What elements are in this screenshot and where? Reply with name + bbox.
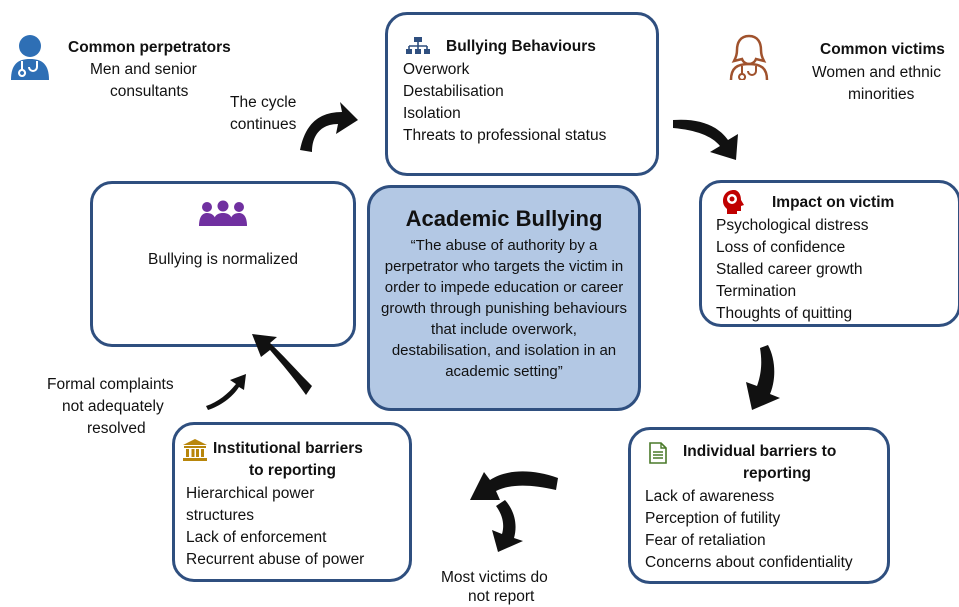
- impact-to-individual-arrow: [746, 345, 780, 410]
- impact-box: Impact on victim Psychological distress …: [699, 180, 959, 327]
- academic-bullying-box: Academic Bullying “The abuse of authorit…: [367, 185, 641, 411]
- victims-title: Common victims: [820, 41, 945, 58]
- perpetrators-title: Common perpetrators: [68, 39, 231, 56]
- brain-head-icon: [723, 190, 744, 214]
- behaviours-title: Bullying Behaviours: [446, 38, 596, 55]
- center-title: Academic Bullying: [405, 206, 603, 231]
- individual-item: Concerns about confidentiality: [645, 554, 853, 571]
- not-report-arrow-main: [470, 471, 558, 500]
- document-icon: [649, 442, 667, 464]
- complaints-label-line-3: resolved: [87, 420, 146, 437]
- behaviours-to-impact-arrow: [673, 119, 738, 160]
- normalized-box: Bullying is normalized: [90, 181, 356, 347]
- individual-title-line-1: Individual barriers to: [683, 443, 837, 460]
- victims-line-1: Women and ethnic: [812, 64, 941, 81]
- institutional-to-normalized-arrow: [252, 334, 312, 395]
- complaints-label-line-1: Formal complaints: [47, 376, 174, 393]
- cycle-label-line-2: continues: [230, 116, 297, 133]
- institutional-item: Recurrent abuse of power: [186, 551, 365, 568]
- group-icon: [199, 200, 247, 226]
- not-report-label-line-2: not report: [468, 588, 535, 605]
- perpetrators-line-2: consultants: [110, 83, 189, 100]
- normalized-text: Bullying is normalized: [148, 251, 298, 268]
- cycle-label-line-1: The cycle: [230, 94, 297, 111]
- institutional-title-line-2: to reporting: [249, 462, 336, 479]
- institutional-item: Lack of enforcement: [186, 529, 327, 546]
- impact-item: Psychological distress: [716, 217, 869, 234]
- behaviours-item: Destabilisation: [403, 83, 504, 100]
- behaviours-box: Bullying Behaviours Overwork Destabilisa…: [385, 12, 659, 176]
- victims-line-2: minorities: [848, 86, 915, 103]
- not-report-label-line-1: Most victims do: [441, 569, 548, 586]
- behaviours-item: Isolation: [403, 105, 461, 122]
- individual-title-line-2: reporting: [743, 465, 812, 482]
- impact-item: Stalled career growth: [716, 261, 863, 278]
- impact-title: Impact on victim: [772, 194, 895, 211]
- institution-icon: [183, 439, 207, 461]
- doctor-icon: [11, 35, 49, 80]
- institutional-item: Hierarchical power: [186, 485, 315, 502]
- cycle-arrow: [300, 102, 358, 152]
- individual-item: Lack of awareness: [645, 488, 775, 505]
- perpetrators-line-1: Men and senior: [90, 61, 197, 78]
- center-definition: “The abuse of authority by a perpetrator…: [381, 237, 627, 380]
- institutional-title-line-1: Institutional barriers: [213, 440, 363, 457]
- institutional-item: structures: [186, 507, 255, 524]
- behaviours-item: Overwork: [403, 61, 470, 78]
- org-chart-icon: [406, 37, 430, 54]
- nurse-icon: [729, 34, 769, 80]
- impact-item: Loss of confidence: [716, 239, 846, 256]
- individual-barriers-box: Individual barriers to reporting Lack of…: [628, 427, 890, 584]
- not-report-arrow-branch: [492, 500, 523, 552]
- individual-item: Perception of futility: [645, 510, 781, 527]
- institutional-barriers-box: Institutional barriers to reporting Hier…: [172, 422, 412, 582]
- behaviours-item: Threats to professional status: [403, 127, 607, 144]
- complaints-arrow: [206, 374, 246, 410]
- impact-item: Termination: [716, 283, 797, 300]
- complaints-label-line-2: not adequately: [62, 398, 164, 415]
- impact-item: Thoughts of quitting: [716, 305, 853, 322]
- individual-item: Fear of retaliation: [645, 532, 766, 549]
